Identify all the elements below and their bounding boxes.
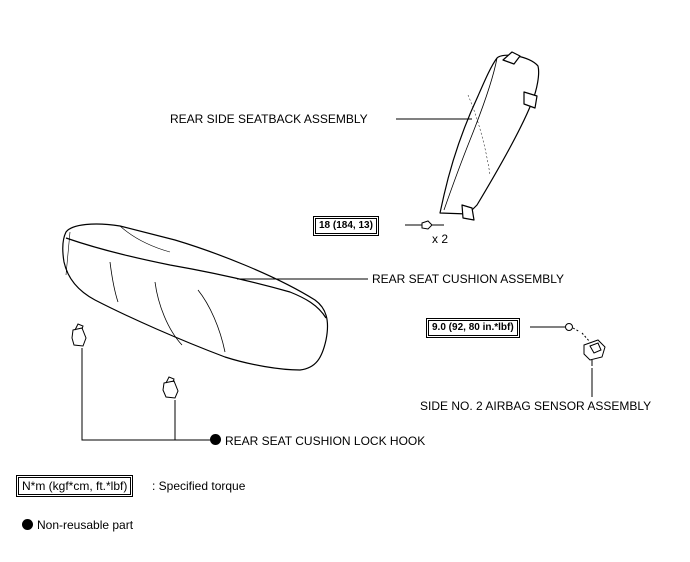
- rear-seat-cushion-label: REAR SEAT CUSHION ASSEMBLY: [372, 272, 565, 286]
- leader-lines: [81, 118, 593, 441]
- airbag-sensor-icon: [583, 339, 606, 366]
- legend-non-reusable-label: Non-reusable part: [37, 518, 134, 532]
- side-airbag-sensor-label: SIDE NO. 2 AIRBAG SENSOR ASSEMBLY: [420, 399, 652, 413]
- sensor-bolt-icon: [565, 323, 591, 343]
- seatback-drawing: [439, 51, 540, 221]
- seat-cushion-drawing: [62, 223, 329, 371]
- lock-hook-left-icon: [71, 323, 87, 347]
- seatback-bolt-icon: [421, 220, 444, 230]
- lock-hook-right-icon: [162, 376, 179, 399]
- legend-torque-desc: : Specified torque: [152, 479, 246, 493]
- lock-hook-label: REAR SEAT CUSHION LOCK HOOK: [225, 434, 426, 448]
- seatback-torque-spec: 18 (184, 13): [315, 218, 377, 234]
- legend-non-reusable-icon: [22, 519, 33, 530]
- rear-side-seatback-label: REAR SIDE SEATBACK ASSEMBLY: [170, 112, 368, 126]
- non-reusable-marker-icon: [210, 434, 221, 445]
- legend-torque-unit: N*m (kgf*cm, ft.*lbf): [18, 477, 132, 495]
- quantity-label: x 2: [432, 232, 449, 246]
- sensor-torque-spec: 9.0 (92, 80 in.*lbf): [428, 320, 518, 336]
